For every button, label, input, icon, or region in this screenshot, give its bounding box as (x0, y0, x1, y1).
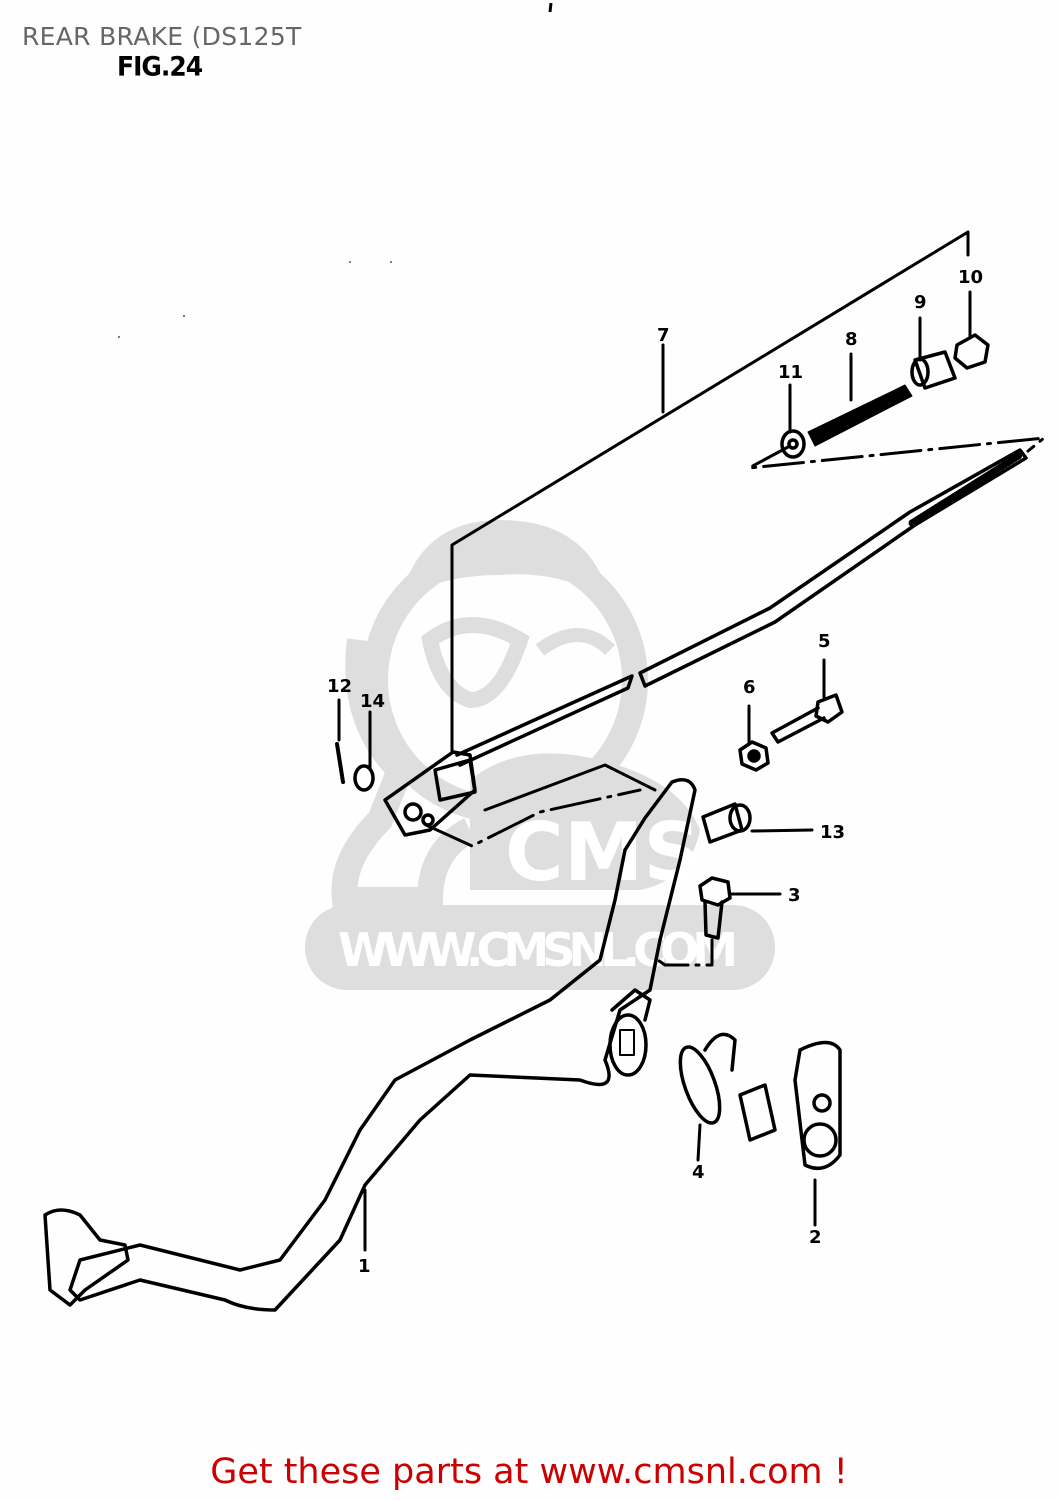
watermark-url: WWW.CMSNL.COM (338, 923, 738, 977)
diagram-title: REAR BRAKE (DS125T (22, 22, 302, 51)
brake-rod (455, 448, 1028, 767)
alignment-line-bolt3 (653, 938, 714, 967)
leader-lines (337, 290, 972, 1252)
callout-3: 3 (788, 885, 801, 906)
spring-part-8 (807, 384, 913, 447)
callout-labels: 1 2 3 4 5 6 7 8 9 10 11 12 14 13 (327, 267, 983, 1277)
joint-part-9 (910, 350, 957, 390)
callout-5: 5 (818, 631, 831, 652)
callout-6: 6 (743, 677, 756, 698)
pedal-shaft-plate (738, 1040, 842, 1171)
callout-13: 13 (820, 822, 845, 843)
washer-part-11 (780, 429, 806, 459)
callout-7-frame (450, 230, 970, 754)
callout-2: 2 (809, 1227, 822, 1248)
watermark: WWW.CMSNL.COM CMS (305, 520, 775, 990)
top-tick (548, 2, 553, 13)
cotter-pin-part-12 (335, 742, 345, 784)
callout-12: 12 (327, 676, 352, 697)
bolt-part-3 (698, 876, 732, 940)
callout-9: 9 (914, 292, 927, 313)
callout-1: 1 (358, 1256, 371, 1277)
callout-11: 11 (778, 362, 803, 383)
pin-part-13 (701, 802, 752, 844)
callout-7: 7 (657, 325, 670, 346)
return-spring (678, 1032, 737, 1125)
callout-14: 14 (360, 691, 385, 712)
callout-8: 8 (845, 329, 858, 350)
watermark-brand: CMS (505, 806, 701, 899)
bolt-part-5 (770, 693, 844, 744)
brake-pedal (43, 778, 697, 1312)
callout-4: 4 (692, 1162, 705, 1183)
figure-number: FIG.24 (117, 51, 203, 82)
adjusting-nut-part-10 (953, 333, 990, 370)
alignment-line-clevis (424, 763, 657, 848)
alignment-line-rod (747, 436, 1046, 470)
nut-part (738, 740, 770, 772)
callout-10: 10 (958, 267, 983, 288)
get-parts-link[interactable]: Get these parts at www.cmsnl.com ! (210, 1452, 848, 1492)
washer-part-14 (353, 764, 375, 792)
